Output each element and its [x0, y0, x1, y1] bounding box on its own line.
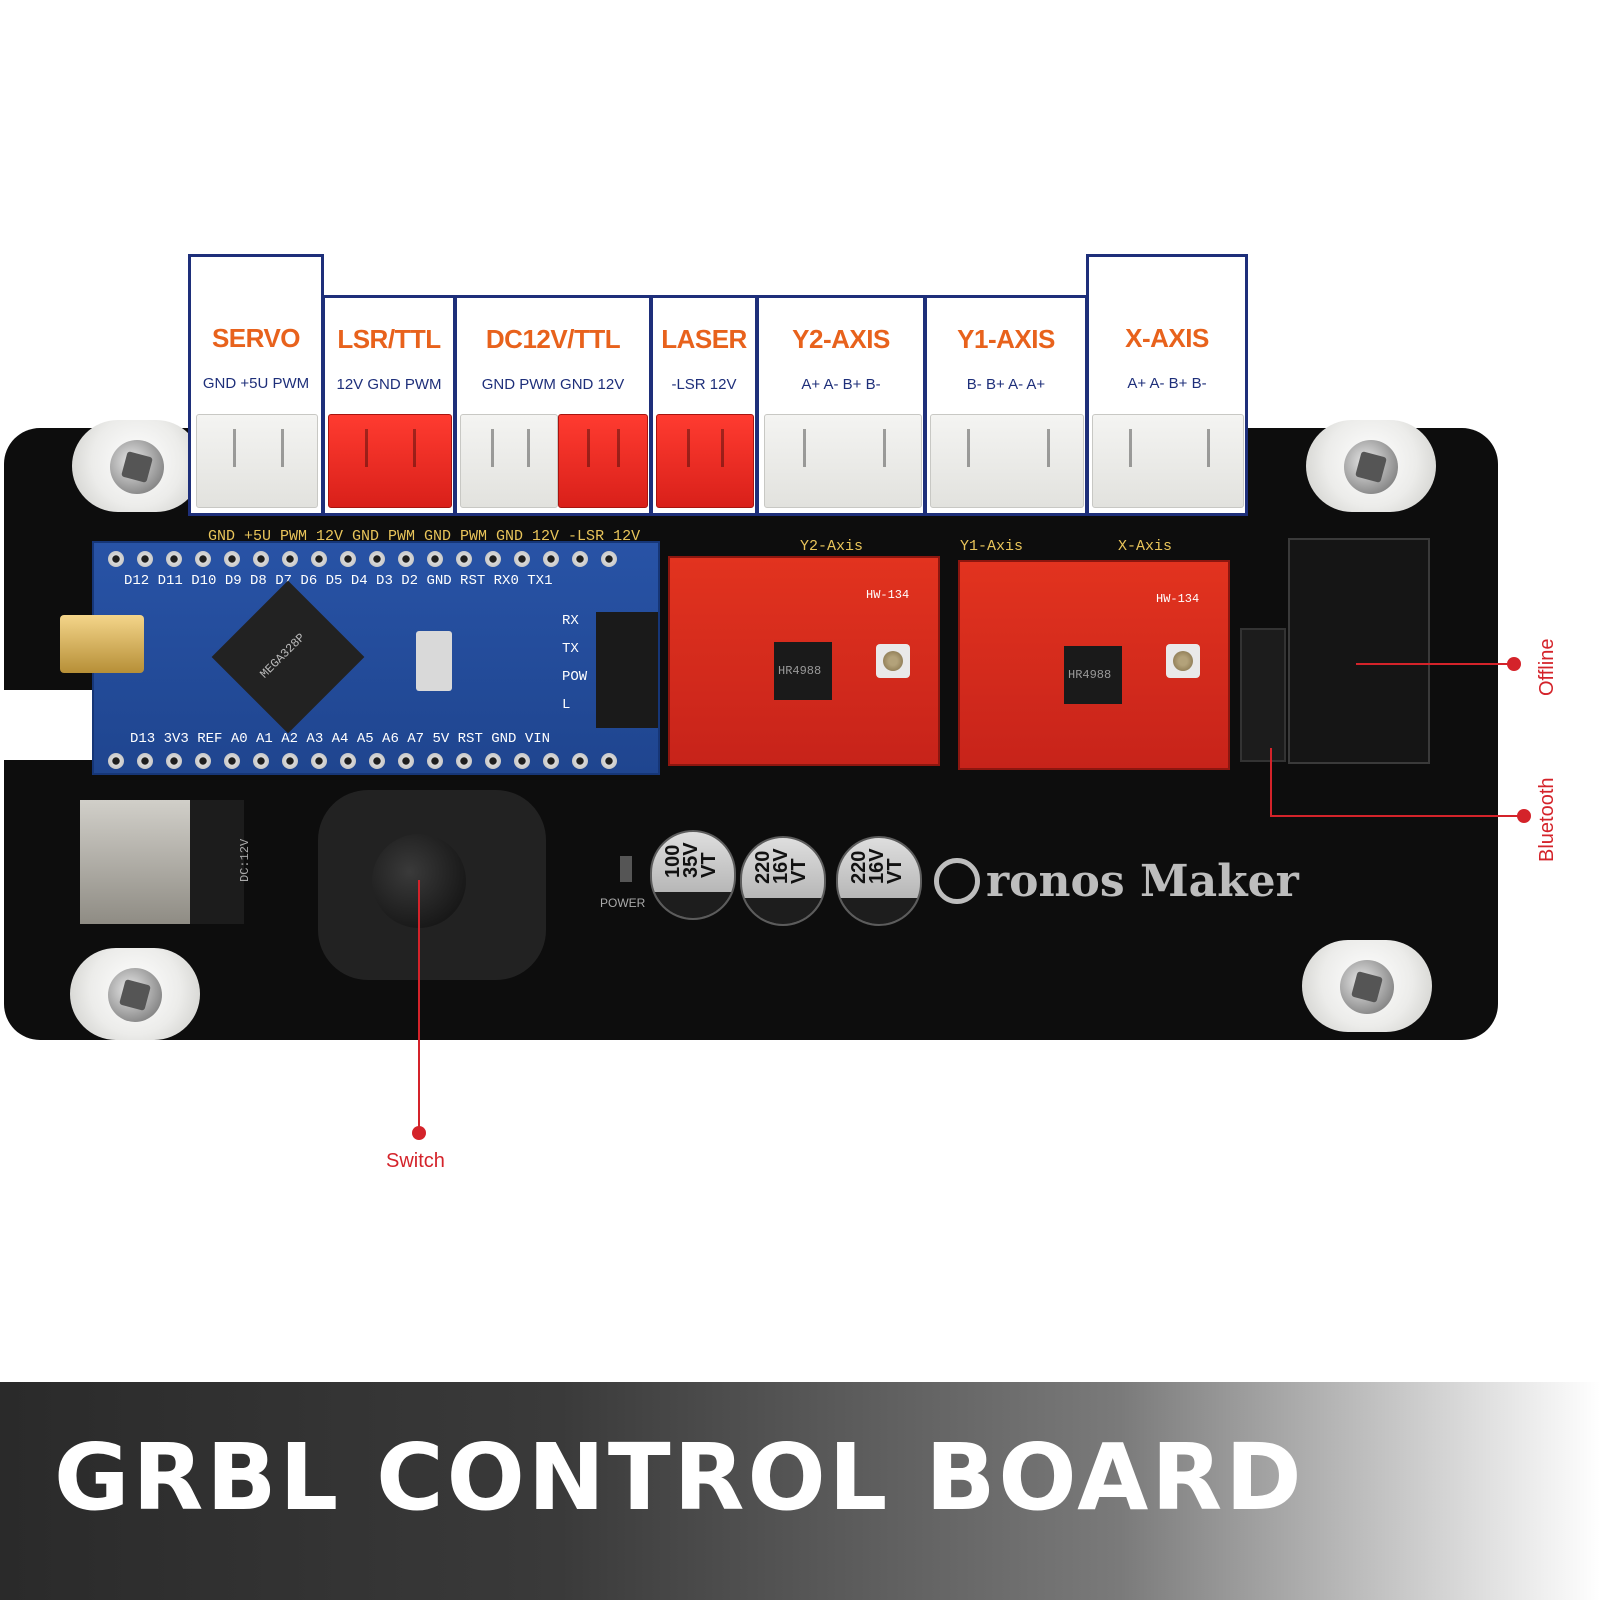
led-label-rx: RX: [562, 613, 579, 629]
plug-lsr-ttl: [328, 414, 452, 508]
driver-potentiometer: [876, 644, 910, 678]
arduino-nano: D12 D11 D10 D9 D8 D7 D6 D5 D4 D3 D2 GND …: [60, 541, 660, 775]
plug-servo: [196, 414, 318, 508]
offline-callout-line: [1356, 663, 1514, 665]
power-led: [620, 856, 632, 882]
driver-chip: [774, 642, 832, 700]
plug-y2-axis: [764, 414, 922, 508]
capacitor-1: 100 35V VT: [650, 830, 736, 920]
connector-pins: -LSR 12V: [671, 376, 737, 393]
standoff-top-left: [72, 420, 202, 512]
dc-jack: [80, 800, 192, 924]
connector-title: SERVO: [211, 323, 301, 353]
standoff-top-right: [1306, 420, 1436, 512]
nano-top-pins: [108, 551, 617, 567]
capacitor-text: 220 16V VT: [848, 848, 906, 884]
dc-label: DC:12V: [238, 838, 252, 882]
connector-pins: GND +5U PWM: [202, 375, 310, 392]
capacitor-2: 220 16V VT: [740, 836, 826, 926]
bluetooth-callout-line-v: [1270, 748, 1272, 816]
usb-port: [60, 615, 144, 673]
capacitor-text: 100 35V VT: [662, 842, 720, 878]
driver-model-label: HW-134: [866, 588, 910, 602]
standoff-bottom-left: [70, 948, 200, 1040]
connector-pins: GND PWM GND 12V: [481, 376, 625, 393]
connector-title: Y2-AXIS: [792, 324, 890, 354]
switch-callout-line: [418, 880, 420, 1132]
power-label: POWER: [600, 896, 646, 910]
led-label-pow: POW: [562, 669, 588, 685]
jumper-headers: [596, 612, 658, 728]
plug-x-axis: [1092, 414, 1244, 508]
silkscreen-y1-axis: Y1-Axis: [960, 538, 1024, 555]
connector-title: X-AXIS: [1125, 323, 1209, 353]
driver-chip-label: HR4988: [778, 664, 822, 678]
capacitor-text: 220 16V VT: [752, 848, 810, 884]
switch-label: Switch: [386, 1150, 445, 1172]
board-notch-left: [0, 690, 92, 760]
led-label-tx: TX: [562, 641, 579, 657]
title-banner: GRBL CONTROL BOARD: [0, 1382, 1600, 1600]
offline-label: Offline: [1536, 638, 1558, 696]
driver-potentiometer: [1166, 644, 1200, 678]
reset-button: [416, 631, 452, 691]
connector-title: Y1-AXIS: [957, 324, 1055, 354]
connector-title: DC12V/TTL: [485, 324, 621, 354]
brand-logo-icon: [934, 858, 980, 904]
capacitor-3: 220 16V VT: [836, 836, 922, 926]
plug-laser: [656, 414, 754, 508]
standoff-bottom-right: [1302, 940, 1432, 1032]
board-notch-right: [1498, 690, 1600, 760]
silkscreen-x-axis: X-Axis: [1118, 538, 1173, 555]
connector-pins: A+ A- B+ B-: [801, 376, 881, 393]
driver-model-label: HW-134: [1156, 592, 1200, 606]
plug-dc12v-white: [460, 414, 558, 508]
nano-bottom-pins: [108, 753, 617, 769]
offline-callout-dot: [1507, 657, 1521, 671]
switch-callout-dot: [412, 1126, 426, 1140]
brand-name: ronos Maker: [986, 856, 1299, 907]
bluetooth-label: Bluetooth: [1536, 777, 1558, 862]
connector-title: LASER: [661, 324, 747, 354]
bluetooth-callout-line-h: [1270, 815, 1522, 817]
stepper-driver-1: HR4988 HW-134: [668, 556, 940, 766]
connector-pins: A+ A- B+ B-: [1127, 375, 1207, 392]
silkscreen-y2-axis: Y2-Axis: [800, 538, 864, 555]
connector-pins: 12V GND PWM: [336, 376, 442, 393]
nano-bottom-labels: D13 3V3 REF A0 A1 A2 A3 A4 A5 A6 A7 5V R…: [130, 731, 551, 747]
connector-pins: B- B+ A- A+: [966, 376, 1046, 393]
plug-dc12v-red: [558, 414, 648, 508]
offline-header: [1288, 538, 1430, 764]
banner-title: GRBL CONTROL BOARD: [54, 1424, 1305, 1531]
dc-jack-body: [190, 800, 244, 924]
bluetooth-header: [1240, 628, 1286, 762]
stepper-driver-2: HR4988 HW-134: [958, 560, 1230, 770]
nano-top-labels: D12 D11 D10 D9 D8 D7 D6 D5 D4 D3 D2 GND …: [124, 573, 553, 589]
bluetooth-callout-dot: [1517, 809, 1531, 823]
plug-y1-axis: [930, 414, 1084, 508]
silkscreen-pin-labels: GND +5U PWM 12V GND PWM GND PWM GND 12V …: [208, 528, 641, 545]
connector-title: LSR/TTL: [337, 324, 441, 354]
driver-chip: [1064, 646, 1122, 704]
driver-chip-label: HR4988: [1068, 668, 1112, 682]
led-label-l: L: [562, 697, 571, 713]
